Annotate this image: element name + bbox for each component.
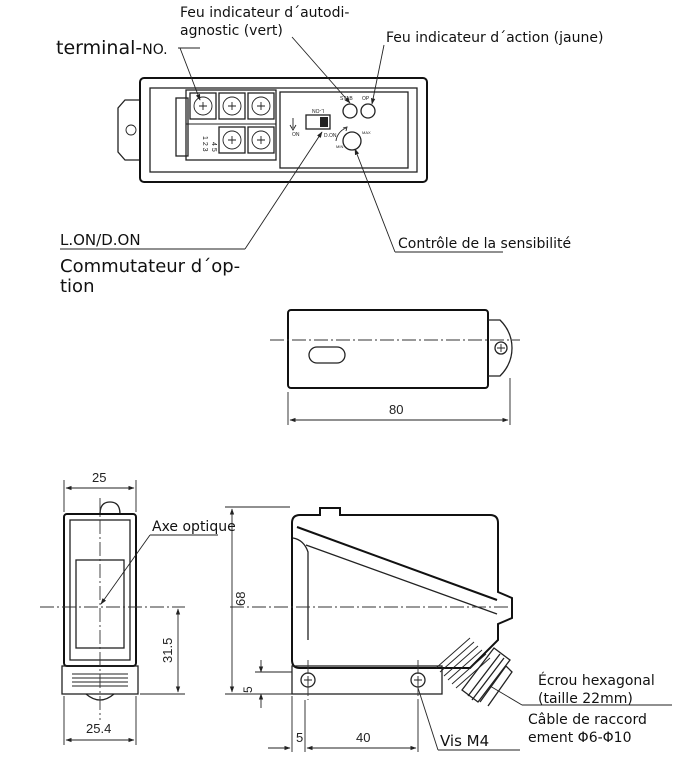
side-body [287, 309, 489, 389]
side-profile-view: 68 5 5 40 Vis M4 Écrou hexagonal (taille… [225, 506, 672, 752]
dim-width-bottom: 25.4 [86, 721, 111, 736]
mounting-hole [125, 124, 137, 136]
option-switch-label-line1: Commutateur d´op- [60, 256, 240, 277]
terminal-screw [218, 126, 246, 154]
autodiag-lamp [342, 103, 358, 119]
dim-axis-height: 31.5 [160, 638, 175, 663]
dim-mount-spacing: 40 [356, 730, 370, 745]
hex-nut-label-line2: (taille 22mm) [538, 691, 633, 707]
autodiag-label-line1: Feu indicateur d´autodi- [180, 5, 349, 21]
switch-lon-mark: L-ON [312, 107, 324, 113]
switch-don-mark: D.ON [324, 133, 337, 139]
terminal-screw [218, 92, 246, 120]
profile-diagonal [296, 526, 498, 601]
terminal-screw [189, 92, 217, 120]
option-switch-label-line2: tion [60, 276, 94, 297]
terminal-numbers-left: 1 2 3 [201, 136, 208, 152]
top-leaders [60, 36, 503, 253]
action-indicator-label: Feu indicateur d´action (jaune) [386, 30, 603, 46]
dim-width-top: 25 [92, 470, 106, 485]
side-view: 80 [270, 309, 520, 425]
terminal-screw [247, 126, 275, 154]
switch-on-mark: ON [292, 132, 300, 138]
terminal-block: 1 2 3 4 5 [175, 89, 277, 161]
sensitivity-dial: MIN MAX [335, 126, 371, 151]
indicator-lamps: STAB OP [340, 96, 376, 119]
top-view: 1 2 3 4 5 ON L-ON D.ON STAB OP MIN MAX [117, 77, 428, 183]
autodiag-label-line2: agnostic (vert) [180, 23, 283, 39]
lon-don-label: L.ON/D.ON [60, 231, 141, 249]
dim-height: 68 [233, 592, 248, 606]
housing-inner-outline [149, 87, 418, 173]
terminal-screw [247, 92, 275, 120]
side-flange [488, 319, 513, 377]
front-view: 25 Axe optique 31.5 25.4 [40, 470, 236, 745]
option-switch: ON L-ON D.ON [289, 107, 337, 139]
dial-max-mark: MAX [362, 130, 371, 135]
hex-nut [461, 647, 511, 703]
hex-nut-label-line1: Écrou hexagonal [538, 672, 655, 689]
dim-mount-height: 5 [241, 686, 255, 693]
dim-length: 80 [389, 402, 403, 417]
profile-lens-edge [292, 537, 309, 640]
cable [479, 665, 513, 707]
control-panel [279, 91, 409, 169]
cable-label-line1: Câble de raccord [528, 712, 647, 728]
dim-mount-offset: 5 [296, 730, 303, 745]
sensitivity-label: Contrôle de la sensibilité [398, 236, 571, 252]
profile-vents [435, 637, 491, 689]
profile-base [291, 665, 443, 695]
profile-body [291, 507, 513, 669]
op-mark: OP [362, 96, 370, 102]
mounting-flange [117, 99, 140, 161]
terminal-label: terminal-NO. [56, 37, 168, 59]
side-slot [308, 346, 346, 364]
cable-label-line2: ement Φ6-Φ10 [528, 730, 632, 746]
action-lamp [360, 103, 376, 119]
optical-axis-label: Axe optique [152, 519, 236, 535]
dial-min-mark: MIN [336, 144, 343, 149]
arrow-down-icon [289, 118, 297, 131]
side-screw [494, 341, 508, 355]
terminal-numbers-right: 4 5 [210, 142, 217, 152]
front-tab [99, 501, 121, 515]
screw-label: Vis M4 [440, 732, 489, 750]
housing-outline [139, 77, 428, 183]
